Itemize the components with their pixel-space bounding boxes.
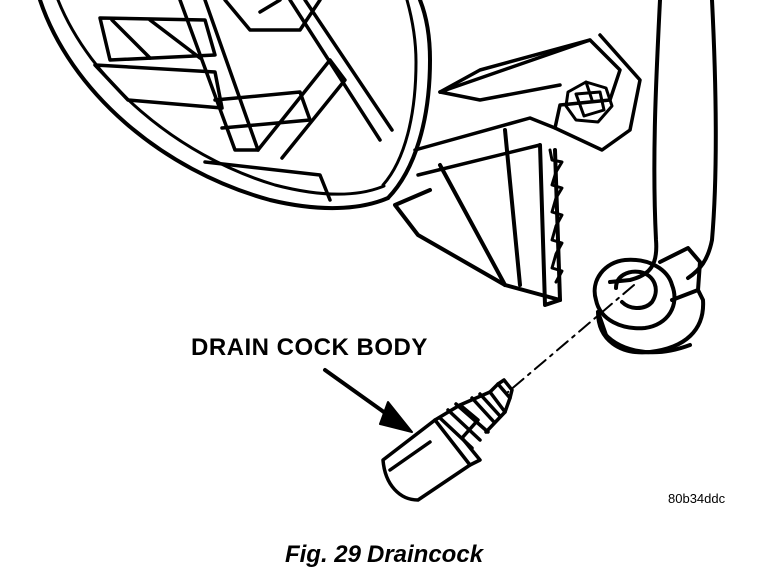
fan-shroud	[38, 0, 432, 210]
radiator-fins	[548, 148, 564, 284]
mounting-bracket	[413, 33, 642, 177]
figure-title: Draincock	[366, 541, 484, 568]
image-code: 80b34ddc	[668, 491, 726, 506]
pointer-arrow-icon	[323, 368, 413, 433]
alignment-line	[507, 284, 635, 393]
shroud-bracing	[93, 0, 394, 202]
callout-label: DRAIN COCK BODY	[191, 334, 428, 361]
drain-outlet	[592, 246, 706, 355]
figure-number: Fig. 29	[284, 541, 361, 568]
drain-cock-body	[381, 378, 514, 502]
mounting-bolt	[564, 80, 614, 124]
